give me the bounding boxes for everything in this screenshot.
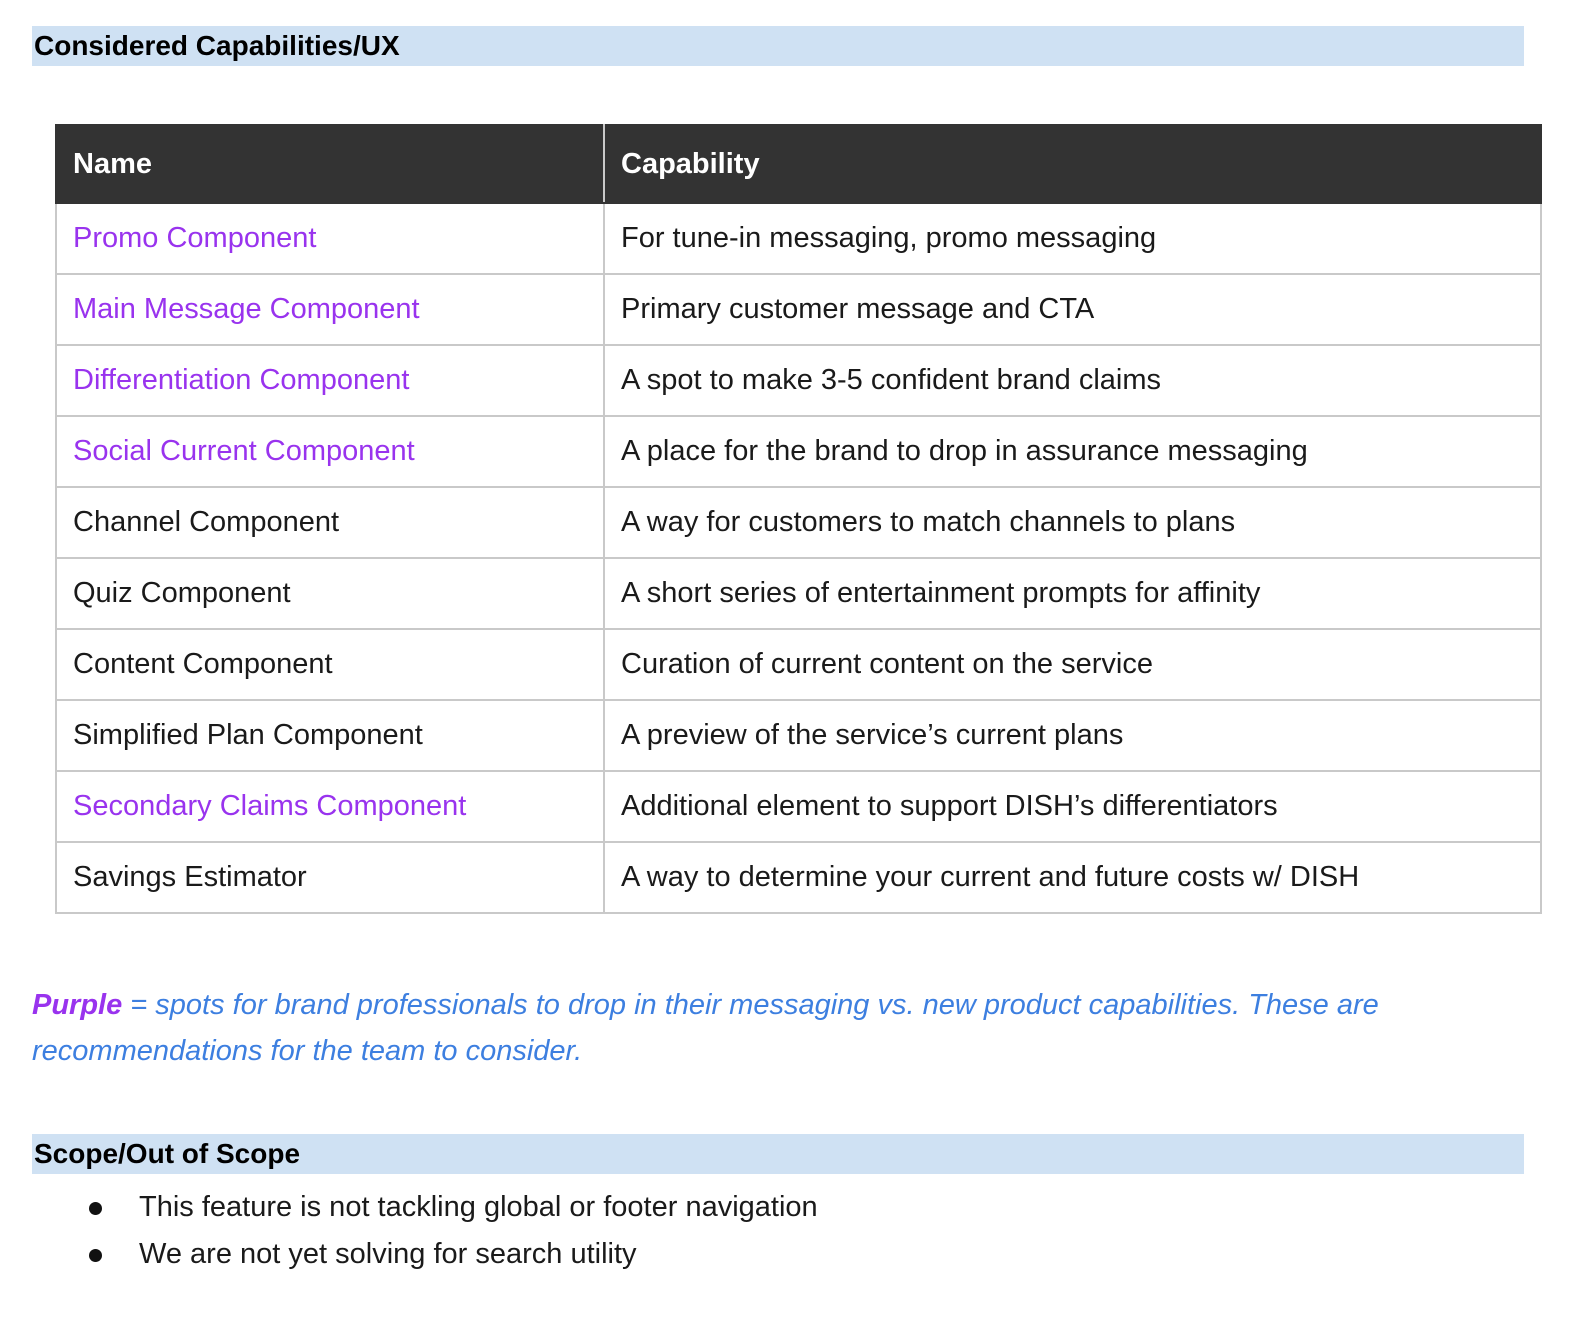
row-capability-cell: A place for the brand to drop in assuran… [603,415,1542,488]
row-name-cell: Secondary Claims Component [55,770,605,843]
row-name-cell: Savings Estimator [55,841,605,914]
scope-item-text: We are not yet solving for search utilit… [139,1238,637,1270]
row-capability-cell: A way to determine your current and futu… [603,841,1542,914]
row-name-cell: Main Message Component [55,273,605,346]
row-name-cell: Quiz Component [55,557,605,630]
header-name: Name [55,124,605,204]
row-name-cell: Differentiation Component [55,344,605,417]
bullet-icon [89,1249,102,1262]
scope-list-item: We are not yet solving for search utilit… [0,1231,818,1278]
scope-list: This feature is not tackling global or f… [0,1184,818,1278]
row-capability-cell: Additional element to support DISH’s dif… [603,770,1542,843]
legend-purple-word: Purple [32,989,123,1021]
capabilities-heading: Considered Capabilities/UX [32,26,1524,66]
legend-note: Purple = spots for brand professionals t… [32,982,1542,1074]
legend-text: = spots for brand professionals to drop … [32,989,1379,1067]
row-name-cell: Content Component [55,628,605,701]
row-capability-cell: For tune-in messaging, promo messaging [603,202,1542,275]
table-header-row: Name Capability [55,124,1542,204]
scope-heading: Scope/Out of Scope [32,1134,1524,1174]
row-capability-cell: A preview of the service’s current plans [603,699,1542,772]
row-name-cell: Simplified Plan Component [55,699,605,772]
row-capability-cell: A spot to make 3-5 confident brand claim… [603,344,1542,417]
row-name-cell: Channel Component [55,486,605,559]
bullet-icon [89,1202,102,1215]
header-capability: Capability [603,124,1542,204]
row-name-cell: Social Current Component [55,415,605,488]
row-capability-cell: A short series of entertainment prompts … [603,557,1542,630]
scope-list-item: This feature is not tackling global or f… [0,1184,818,1231]
scope-item-text: This feature is not tackling global or f… [139,1191,818,1223]
row-capability-cell: Curation of current content on the servi… [603,628,1542,701]
row-name-cell: Promo Component [55,202,605,275]
row-capability-cell: A way for customers to match channels to… [603,486,1542,559]
row-capability-cell: Primary customer message and CTA [603,273,1542,346]
